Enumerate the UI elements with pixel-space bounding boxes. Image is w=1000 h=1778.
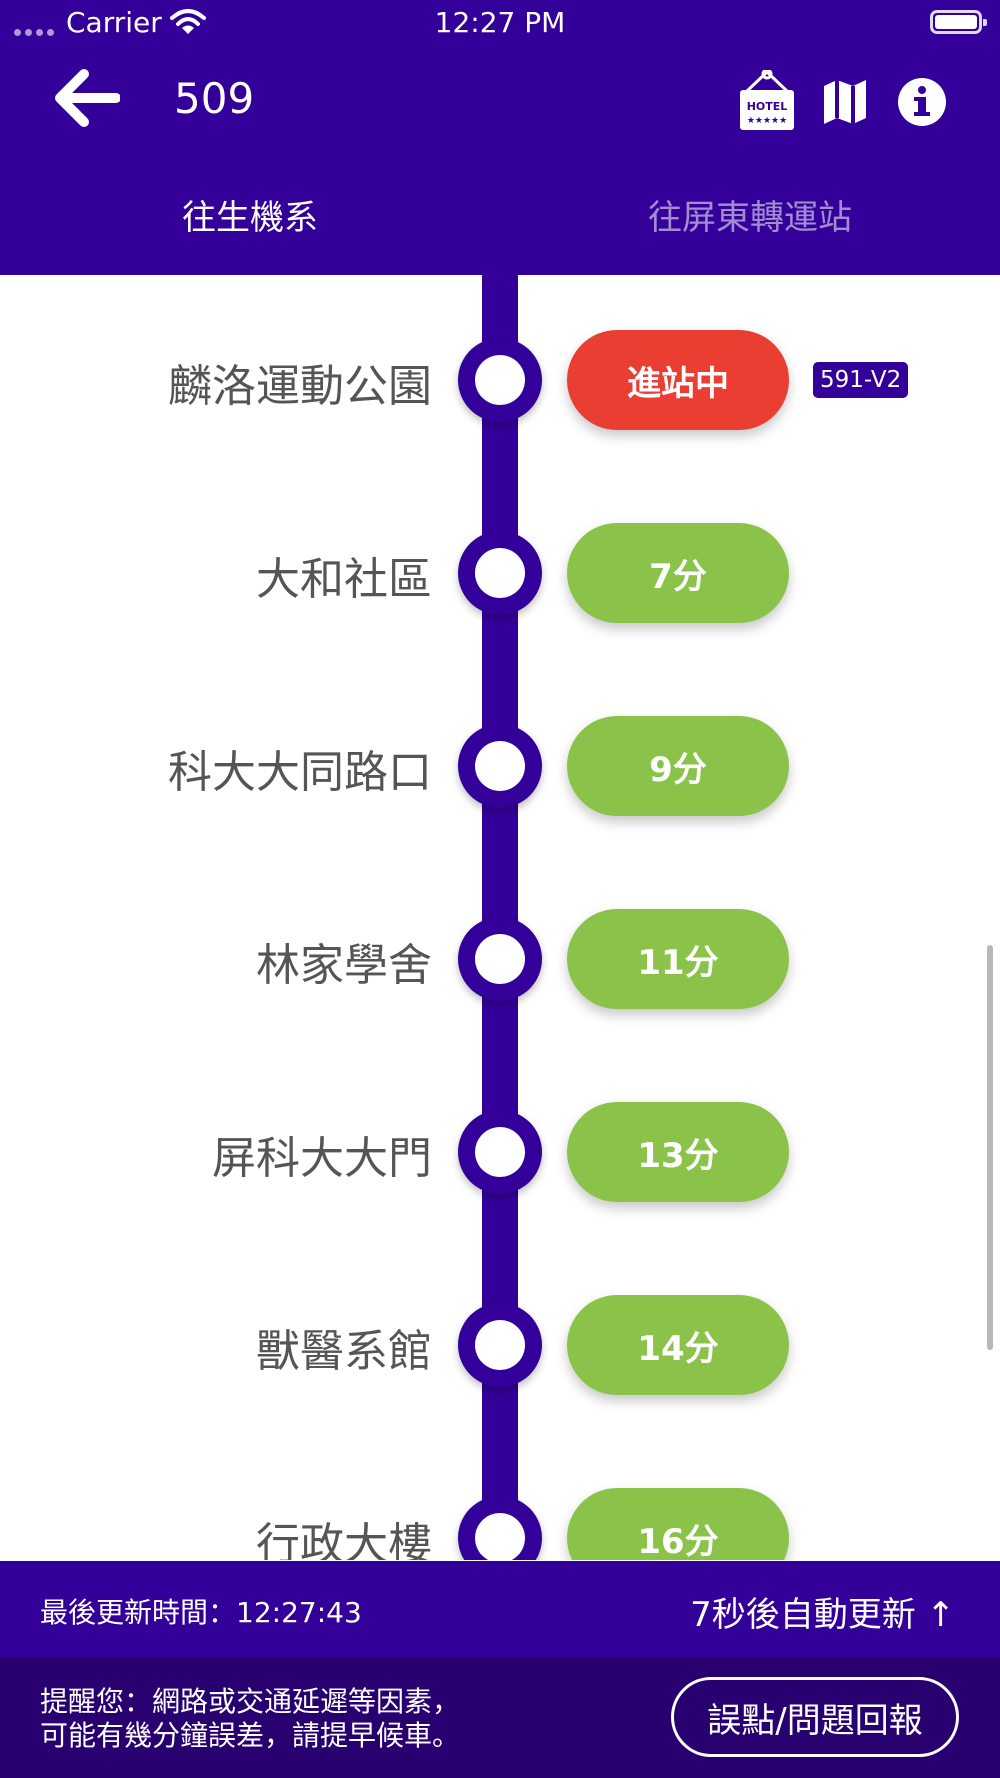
stop-list[interactable]: 麟洛運動公園 進站中 591-V2 大和社區 7分 科大大同路口 9分 林家學舍… — [0, 275, 1000, 1560]
hotel-sign-text: HOTEL — [747, 100, 788, 113]
stop-name: 林家學舍 — [256, 940, 432, 991]
eta-badge: 13分 — [567, 1102, 789, 1202]
status-bar: Carrier 12:27 PM — [0, 0, 1000, 50]
eta-badge: 9分 — [567, 716, 789, 816]
carrier-label: Carrier — [66, 6, 162, 39]
stop-name: 獸醫系館 — [256, 1326, 432, 1377]
eta-badge: 進站中 — [567, 330, 789, 430]
last-update-time: 最後更新時間：12:27:43 — [40, 1596, 362, 1629]
stop-name: 行政大樓 — [256, 1519, 432, 1560]
stop-row[interactable]: 大和社區 7分 — [0, 513, 1000, 633]
eta-badge: 7分 — [567, 523, 789, 623]
route-title: 509 — [174, 74, 255, 123]
tab-direction-2[interactable]: 往屏東轉運站 — [648, 198, 852, 238]
map-icon[interactable] — [822, 78, 868, 126]
stop-row[interactable]: 林家學舍 11分 — [0, 899, 1000, 1019]
wifi-icon — [170, 9, 206, 34]
stop-row[interactable]: 麟洛運動公園 進站中 591-V2 — [0, 320, 1000, 440]
battery-icon — [930, 10, 987, 34]
auto-refresh-countdown[interactable]: 7秒後自動更新 ↑ — [690, 1595, 955, 1635]
stop-node-icon — [458, 1303, 542, 1387]
stop-name: 科大大同路口 — [168, 747, 432, 798]
bus-plate-badge: 591-V2 — [813, 362, 909, 398]
stop-name: 大和社區 — [256, 554, 432, 605]
update-bar: 最後更新時間：12:27:43 7秒後自動更新 ↑ — [0, 1561, 1000, 1657]
report-issue-button[interactable]: 誤點/問題回報 — [671, 1677, 959, 1757]
signal-icon — [14, 29, 54, 36]
info-icon[interactable] — [898, 78, 946, 126]
reminder-line-2: 可能有幾分鐘誤差，請提早候車。 — [40, 1719, 461, 1752]
stop-node-icon — [458, 531, 542, 615]
direction-tabs: 往生機系 往屏東轉運站 — [0, 190, 1000, 246]
reminder-text: 提醒您：網路或交通延遲等因素， 可能有幾分鐘誤差，請提早候車。 — [40, 1685, 460, 1753]
eta-badge: 14分 — [567, 1295, 789, 1395]
hotel-icon[interactable]: HOTEL ★★★★★ — [738, 70, 796, 132]
stop-row[interactable]: 行政大樓 16分 — [0, 1478, 1000, 1560]
stop-row[interactable]: 科大大同路口 9分 — [0, 706, 1000, 826]
stop-name: 麟洛運動公園 — [168, 361, 432, 412]
reminder-bar: 提醒您：網路或交通延遲等因素， 可能有幾分鐘誤差，請提早候車。 誤點/問題回報 — [0, 1657, 1000, 1778]
stop-row[interactable]: 屏科大大門 13分 — [0, 1092, 1000, 1212]
hotel-sign-stars: ★★★★★ — [747, 116, 787, 126]
app-header: Carrier 12:27 PM 509 HOTEL ★★★★★ 往生機系 往屏… — [0, 0, 1000, 275]
stop-node-icon — [458, 917, 542, 1001]
eta-badge: 11分 — [567, 909, 789, 1009]
stop-node-icon — [458, 1110, 542, 1194]
back-arrow-icon[interactable] — [54, 68, 120, 128]
status-time: 12:27 PM — [434, 6, 566, 39]
stop-node-icon — [458, 338, 542, 422]
stop-node-icon — [458, 1496, 542, 1560]
tab-direction-1[interactable]: 往生機系 — [182, 198, 318, 238]
stop-node-icon — [458, 724, 542, 808]
eta-badge: 16分 — [567, 1488, 789, 1560]
reminder-line-1: 提醒您：網路或交通延遲等因素， — [40, 1685, 461, 1718]
stop-row[interactable]: 獸醫系館 14分 — [0, 1285, 1000, 1405]
scrollbar-thumb[interactable] — [987, 945, 993, 1350]
stop-name: 屏科大大門 — [212, 1133, 432, 1184]
